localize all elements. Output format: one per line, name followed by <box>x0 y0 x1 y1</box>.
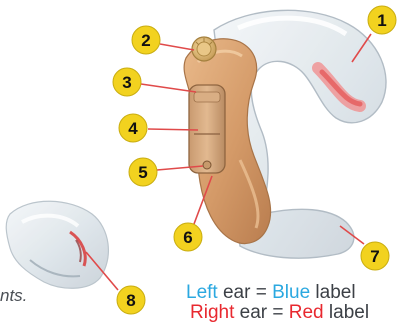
callout-6: 6 <box>174 223 202 251</box>
legend-right-line: Right ear = Red label <box>186 303 402 323</box>
legend-left-rest: ear = <box>218 282 272 303</box>
callout-2-label: 2 <box>141 31 150 50</box>
callout-2: 2 <box>132 26 160 54</box>
callout-5: 5 <box>129 158 157 186</box>
callout-7-label: 7 <box>370 247 379 266</box>
leader-line-2 <box>160 44 194 50</box>
callout-3-label: 3 <box>122 73 131 92</box>
callout-7: 7 <box>361 242 389 270</box>
secondary-earmold <box>6 201 108 288</box>
callout-8: 8 <box>117 286 145 314</box>
legend-blue-word: Blue <box>272 282 310 303</box>
callout-1: 1 <box>368 6 396 34</box>
callout-6-label: 6 <box>183 228 192 247</box>
ear-color-legend: Left ear = Blue label Right ear = Red la… <box>186 283 402 323</box>
legend-left-word: Left <box>186 282 218 303</box>
callout-8-label: 8 <box>126 291 135 310</box>
legend-right-rest: ear = <box>234 302 288 323</box>
push-button <box>203 161 211 169</box>
legend-left-line: Left ear = Blue label <box>186 283 402 303</box>
legend-right-word: Right <box>190 302 234 323</box>
hearing-aid-device <box>184 10 386 258</box>
callout-5-label: 5 <box>138 163 147 182</box>
callout-3: 3 <box>113 68 141 96</box>
leader-line-4 <box>148 129 198 130</box>
caption-fragment: nts. <box>0 286 40 306</box>
legend-left-tail: label <box>310 282 355 303</box>
legend-right-tail: label <box>324 302 369 323</box>
callout-4-label: 4 <box>128 119 138 138</box>
callout-4: 4 <box>119 114 147 142</box>
callout-1-label: 1 <box>377 11 386 30</box>
volume-knob <box>192 37 216 61</box>
legend-red-word: Red <box>289 302 324 323</box>
